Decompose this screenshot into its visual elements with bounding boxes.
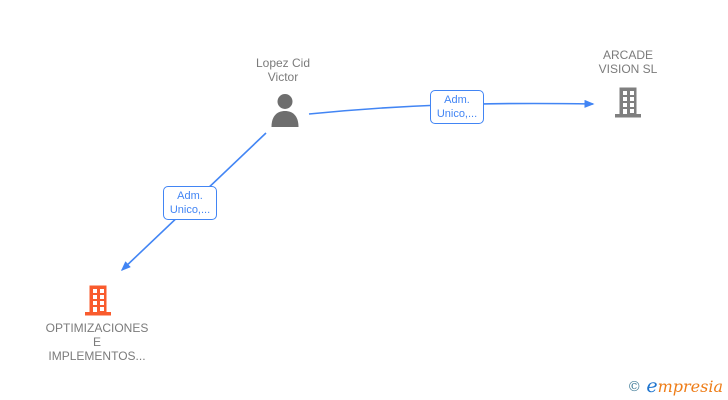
edge-label-lopez-opti[interactable]: Adm. Unico,... [163, 186, 217, 220]
node-optimizaciones-e-implementos[interactable] [82, 284, 114, 321]
empresia-logo-text: e [646, 375, 658, 397]
node-label-line: IMPLEMENTOS... [48, 349, 146, 363]
node-label-line: OPTIMIZACIONES [45, 321, 149, 335]
node-label-line: Victor [267, 70, 299, 84]
building-icon [615, 87, 641, 118]
edge-label-line: Unico,... [169, 204, 211, 216]
edge-label-lopez-arcade[interactable]: Adm. Unico,... [430, 90, 484, 124]
node-label-line: VISION SL [598, 62, 658, 76]
node-label-optimizaciones-e-implementos: OPTIMIZACIONES E IMPLEMENTOS... [17, 321, 177, 363]
node-label-line: E [92, 335, 101, 349]
node-arcade-vision-sl[interactable] [612, 86, 644, 123]
building-icon [85, 285, 111, 316]
node-label-arcade-vision-sl: ARCADE VISION SL [568, 48, 688, 76]
empresia-logo-text: mpresia [657, 377, 723, 396]
node-label-line: ARCADE [602, 48, 653, 62]
edge-label-line: Unico,... [436, 108, 478, 120]
person-icon [271, 94, 299, 127]
node-label-line: Lopez Cid [255, 56, 311, 70]
edge-label-line: Adm. [444, 94, 470, 106]
copyright-icon: © [627, 379, 642, 395]
node-lopez-cid-victor[interactable] [269, 92, 301, 134]
edge-label-line: Adm. [177, 190, 203, 202]
empresia-logo: © empresia [627, 375, 723, 397]
node-label-lopez-cid-victor: Lopez Cid Victor [213, 56, 353, 84]
